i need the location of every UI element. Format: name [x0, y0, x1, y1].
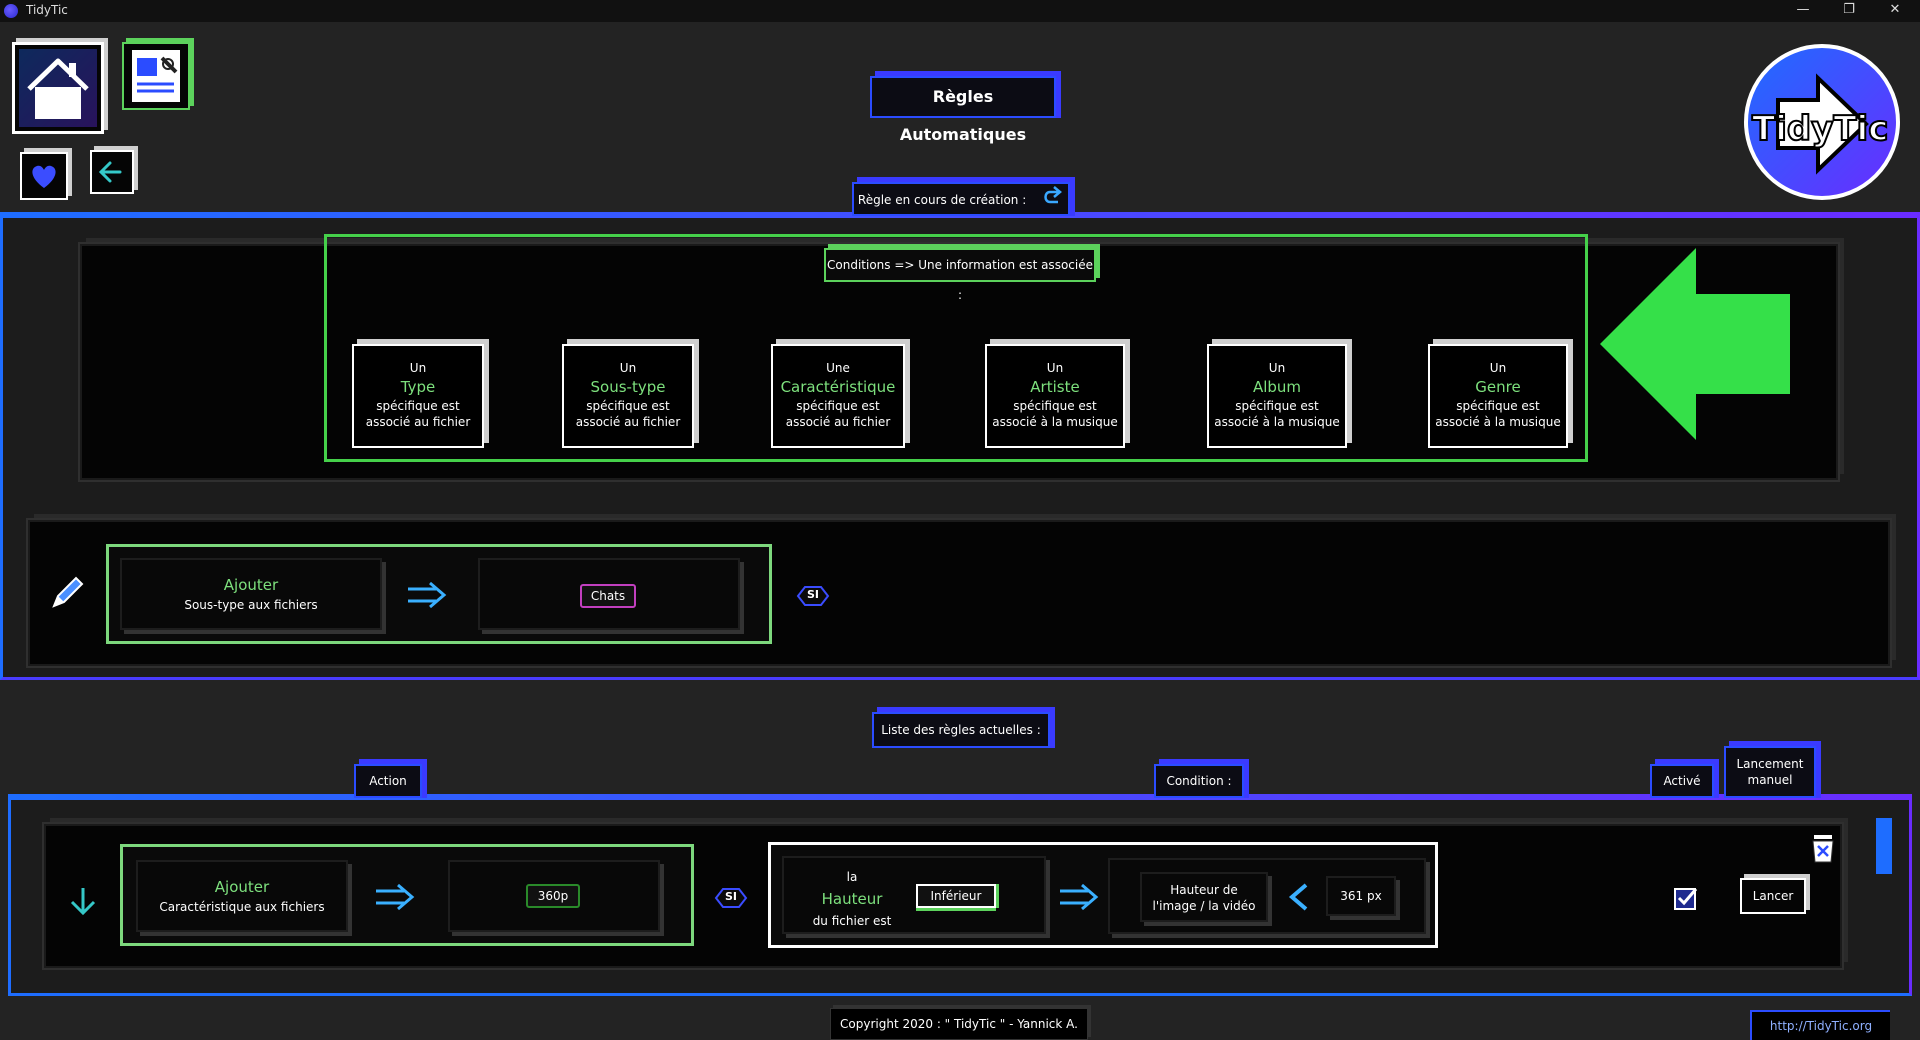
si-badge: SI [796, 584, 830, 608]
condition-card-characteristic[interactable]: Une Caractéristique spécifique est assoc… [771, 344, 905, 448]
condition-line2: associé à la musique [1435, 415, 1561, 429]
launch-header-line2: manuel [1747, 773, 1793, 787]
si-badge: SI [714, 886, 748, 910]
favorite-button[interactable] [20, 152, 68, 200]
tidytic-logo: TidyTic [1738, 40, 1900, 202]
action-type-box[interactable]: Ajouter Sous-type aux fichiers [120, 558, 382, 630]
condition-prefix: Un [1046, 361, 1064, 375]
rule-condition-prefix: la [846, 870, 858, 884]
pencil-icon[interactable] [48, 572, 88, 612]
column-header-active: Activé [1650, 764, 1714, 798]
condition-value-input[interactable]: 361 px [1326, 876, 1396, 916]
condition-name: Sous-type [590, 378, 666, 396]
condition-card-artist[interactable]: Un Artiste spécifique est associé à la m… [985, 344, 1125, 448]
condition-line2: associé à la musique [992, 415, 1118, 429]
heart-icon [32, 165, 56, 188]
rule-action-type-box[interactable]: Ajouter Caractéristique aux fichiers [136, 860, 348, 932]
rules-icon [132, 50, 180, 102]
conditions-label: Conditions => Une information est associ… [824, 248, 1096, 302]
big-left-arrow-icon [1598, 246, 1792, 442]
list-divider [8, 794, 1912, 800]
condition-name: Artiste [1030, 378, 1080, 396]
action-verb: Ajouter [223, 576, 279, 594]
rule-condition-text: la Hauteur du fichier est [782, 866, 922, 932]
condition-prefix: Un [1268, 361, 1286, 375]
conditions-frame [324, 234, 1588, 462]
checkbox-checked-icon [1674, 888, 1698, 910]
condition-name: Type [400, 378, 436, 396]
trash-icon[interactable] [1808, 832, 1838, 864]
condition-name: Genre [1475, 378, 1521, 396]
rule-condition-box[interactable] [782, 856, 1046, 934]
creation-label: Règle en cours de création : [852, 182, 1070, 216]
undo-icon[interactable] [1038, 184, 1064, 217]
list-scrollbar-thumb[interactable] [1876, 818, 1892, 874]
si-label: SI [724, 890, 737, 903]
arrow-down-icon[interactable] [66, 884, 100, 918]
close-button[interactable]: ✕ [1889, 2, 1901, 17]
rule-condition-name: Hauteur [821, 890, 883, 908]
condition-line2: associé au fichier [365, 415, 471, 429]
condition-card-type[interactable]: Un Type spécifique est associé au fichie… [352, 344, 484, 448]
condition-card-album[interactable]: Un Album spécifique est associé à la mus… [1207, 344, 1347, 448]
home-icon [19, 49, 97, 127]
condition-prefix: Un [1489, 361, 1507, 375]
action-value-tag[interactable]: Chats [580, 584, 636, 608]
condition-line1: spécifique est [586, 399, 670, 413]
field-select[interactable]: Hauteur de l'image / la vidéo [1140, 872, 1268, 922]
condition-prefix: Une [826, 361, 850, 375]
rule-action-value-tag[interactable]: 360p [526, 884, 580, 908]
condition-line2: associé à la musique [1214, 415, 1340, 429]
window-titlebar [0, 0, 1920, 22]
page-title: Règles Automatiques [870, 76, 1056, 144]
rule-action-target: Caractéristique aux fichiers [159, 900, 325, 914]
condition-prefix: Un [619, 361, 637, 375]
creation-label-text: Règle en cours de création : [857, 193, 1027, 207]
double-arrow-icon [406, 580, 450, 610]
condition-name: Album [1252, 378, 1302, 396]
field-line2: l'image / la vidéo [1152, 899, 1256, 913]
logo-icon: TidyTic [1744, 44, 1900, 200]
rules-button[interactable] [122, 42, 190, 110]
condition-line1: spécifique est [376, 399, 460, 413]
si-label: SI [806, 588, 819, 601]
condition-line1: spécifique est [1013, 399, 1097, 413]
restore-button[interactable]: ❐ [1843, 2, 1855, 17]
double-arrow-icon [1058, 882, 1102, 912]
app-icon [4, 4, 18, 18]
rule-condition-suffix: du fichier est [812, 914, 892, 928]
condition-card-genre[interactable]: Un Genre spécifique est associé à la mus… [1428, 344, 1568, 448]
operator-select[interactable]: Inférieur [916, 884, 996, 908]
condition-line2: associé au fichier [785, 415, 891, 429]
launch-header-line1: Lancement [1736, 757, 1804, 771]
list-title: Liste des règles actuelles : [872, 712, 1050, 748]
rule-action-verb: Ajouter [214, 878, 270, 896]
active-checkbox[interactable] [1672, 884, 1700, 912]
double-arrow-icon [374, 882, 418, 912]
condition-line1: spécifique est [1235, 399, 1319, 413]
website-link[interactable]: http://TidyTic.org [1750, 1010, 1890, 1040]
condition-card-subtype[interactable]: Un Sous-type spécifique est associé au f… [562, 344, 694, 448]
back-button[interactable] [90, 150, 134, 194]
condition-prefix: Un [409, 361, 427, 375]
action-target: Sous-type aux fichiers [184, 598, 318, 612]
home-button[interactable] [12, 42, 104, 134]
field-line1: Hauteur de [1170, 883, 1238, 897]
window-title: TidyTic [26, 3, 68, 17]
condition-name: Caractéristique [780, 378, 896, 396]
condition-line2: associé au fichier [575, 415, 681, 429]
column-header-launch: Lancement manuel [1724, 746, 1816, 798]
minimize-button[interactable]: — [1796, 2, 1810, 17]
column-header-condition: Condition : [1154, 764, 1244, 798]
back-arrow-icon [98, 161, 122, 183]
column-header-action: Action [354, 764, 422, 798]
launch-button[interactable]: Lancer [1740, 878, 1806, 914]
condition-line1: spécifique est [796, 399, 880, 413]
condition-line1: spécifique est [1456, 399, 1540, 413]
copyright: Copyright 2020 : " TidyTic " - Yannick A… [830, 1008, 1088, 1040]
logo-text: TidyTic [1752, 109, 1888, 149]
less-than-icon [1286, 882, 1312, 912]
